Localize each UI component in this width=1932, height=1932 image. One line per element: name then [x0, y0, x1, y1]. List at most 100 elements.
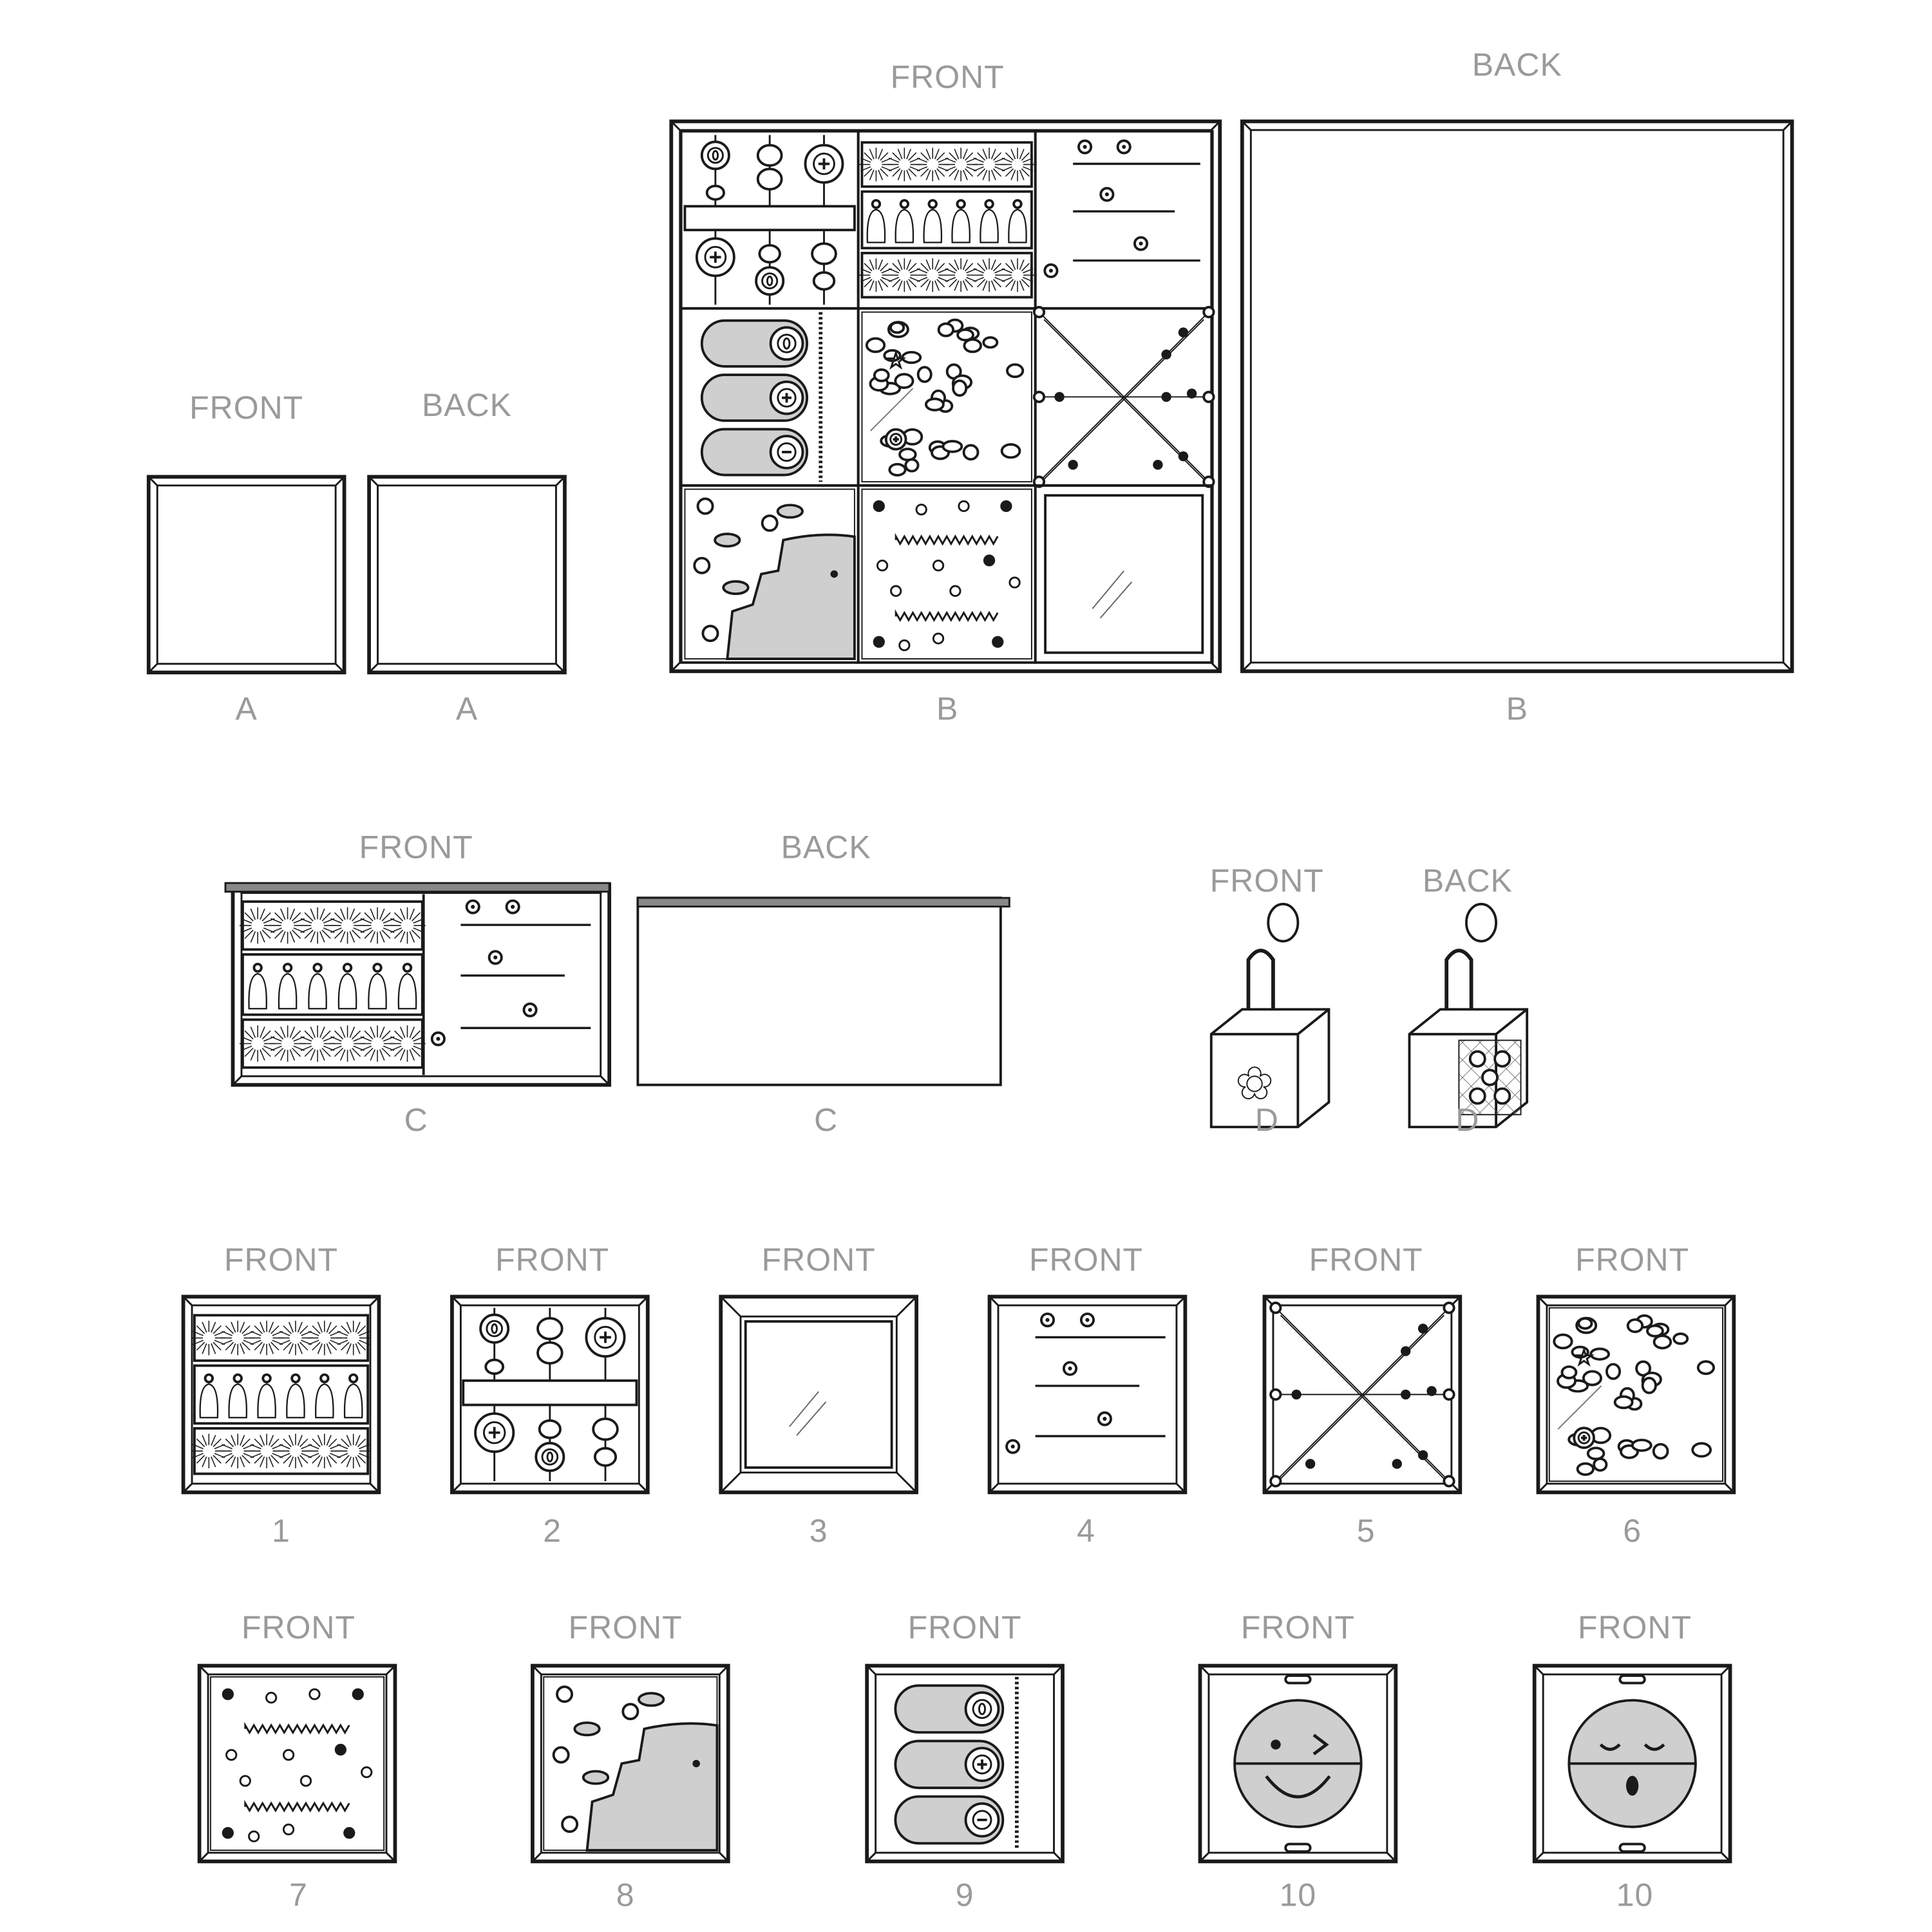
- tassel-knot: [204, 1373, 214, 1383]
- plus-mark: [782, 393, 792, 403]
- piece-letter-c-back: C: [814, 1102, 838, 1138]
- bead-icon: [1641, 1376, 1657, 1394]
- snap-dot: [528, 1008, 533, 1012]
- zipper-teeth: [895, 609, 999, 622]
- star-icon: ☆: [886, 349, 906, 374]
- bead-icon: [888, 462, 907, 477]
- frame-outer: [987, 1294, 1188, 1495]
- vinyl-glare: [1557, 1385, 1602, 1430]
- bead-icon: [952, 379, 968, 397]
- bead-icon: [865, 337, 886, 354]
- zipper-teeth: [244, 1721, 350, 1735]
- piece-d-front: ✿: [1209, 902, 1331, 1128]
- frame-corner: [896, 1472, 918, 1493]
- panel-5: [1262, 1294, 1463, 1495]
- bubble-icon: [561, 1815, 579, 1833]
- bead-icon: [1613, 1395, 1634, 1410]
- abacus-bead: [484, 1358, 505, 1375]
- frame-corner: [896, 1296, 918, 1318]
- button-icon: [755, 266, 785, 296]
- dot-icon: [932, 560, 945, 572]
- cord-anchor: [1269, 1302, 1282, 1314]
- frame-corner: [1533, 1852, 1544, 1862]
- mirror: [744, 1320, 893, 1469]
- cord-bead: [1291, 1389, 1302, 1400]
- cord-bead: [1401, 1346, 1411, 1356]
- button-ring: [889, 433, 903, 446]
- piece-letter-b-back: B: [1506, 690, 1528, 726]
- whale-shape: [585, 1722, 719, 1852]
- frame-inner: [191, 1304, 372, 1485]
- sunburst-icon: [859, 147, 893, 182]
- snap-dot: [1010, 1444, 1015, 1449]
- tassel-icon: [343, 1383, 363, 1419]
- frame-corner: [1386, 1852, 1397, 1862]
- button-ring: [813, 153, 835, 175]
- view-label-b-front: FRONT: [891, 59, 1005, 95]
- cord-bead: [1186, 388, 1197, 399]
- frame-inner: [739, 1315, 898, 1473]
- bead-icon: [924, 397, 945, 412]
- snap-dot: [471, 905, 475, 909]
- tassel-icon: [980, 209, 999, 243]
- cube-body: [1209, 1008, 1331, 1128]
- button-icon: [964, 1691, 1000, 1727]
- frame-corner: [989, 1296, 999, 1306]
- whale-eye: [692, 1759, 700, 1768]
- snap-dot: [1083, 144, 1087, 149]
- abacus-bead: [536, 1341, 564, 1365]
- b-front-cell: [679, 129, 860, 310]
- button-ring: [972, 1810, 992, 1830]
- piece-letter-c-front: C: [404, 1102, 428, 1138]
- frame-corner: [1724, 1482, 1735, 1493]
- bead-icon: [982, 336, 999, 349]
- snap-dot: [493, 955, 498, 960]
- bead-icon: [1560, 1365, 1578, 1379]
- zipper-top: [224, 882, 611, 893]
- snap-dot: [1122, 144, 1126, 149]
- panel-label-4: FRONT: [1029, 1242, 1143, 1278]
- panel-number-9: 9: [956, 1877, 974, 1913]
- frame-corner: [719, 1852, 729, 1862]
- bead-icon: [1577, 1317, 1593, 1330]
- frame-outer: [181, 1294, 381, 1495]
- panel-label-10a: FRONT: [1241, 1609, 1355, 1645]
- zero-mark: [782, 337, 791, 350]
- b-front-cell: [679, 484, 860, 664]
- cord-bead: [1054, 392, 1065, 402]
- button-icon: [479, 1313, 510, 1344]
- flower-icon: ✿: [1236, 1059, 1273, 1108]
- frame-outer: [1198, 1663, 1398, 1864]
- tassel-icon: [923, 209, 943, 243]
- tassel-icon: [337, 972, 357, 1010]
- frame-corner: [232, 1075, 243, 1086]
- bead-icon: [889, 321, 905, 334]
- frame-corner: [1386, 1665, 1397, 1676]
- bead-icon: [1582, 1370, 1602, 1387]
- sunburst-icon: [389, 907, 426, 944]
- frame-corner: [670, 120, 681, 131]
- bead-icon: [1696, 1360, 1715, 1376]
- frame-corner: [198, 1852, 209, 1862]
- dot-icon: [992, 636, 1004, 648]
- tassel-icon: [866, 209, 886, 243]
- piece-c-front: [224, 882, 612, 1087]
- panel-9: [865, 1663, 1065, 1864]
- strap-bottom: [1284, 1842, 1312, 1853]
- cord-anchor: [1032, 306, 1046, 319]
- panel-label-5: FRONT: [1309, 1242, 1423, 1278]
- dot-icon: [1468, 1050, 1486, 1068]
- panel-label-9: FRONT: [908, 1609, 1022, 1645]
- sunburst-icon: [1000, 147, 1035, 182]
- panel-number-3: 3: [810, 1513, 828, 1549]
- frame-corner: [1724, 1296, 1735, 1306]
- panel-label-2: FRONT: [495, 1242, 609, 1278]
- abacus-bead: [758, 243, 781, 264]
- tassel-knot: [319, 1373, 330, 1383]
- button-ring: [541, 1448, 559, 1466]
- whale-shape: [726, 533, 856, 660]
- bead-icon: [1576, 1462, 1595, 1476]
- snap-dot: [1045, 1318, 1050, 1322]
- frame-inner: [156, 484, 337, 665]
- frame-corner: [368, 476, 379, 486]
